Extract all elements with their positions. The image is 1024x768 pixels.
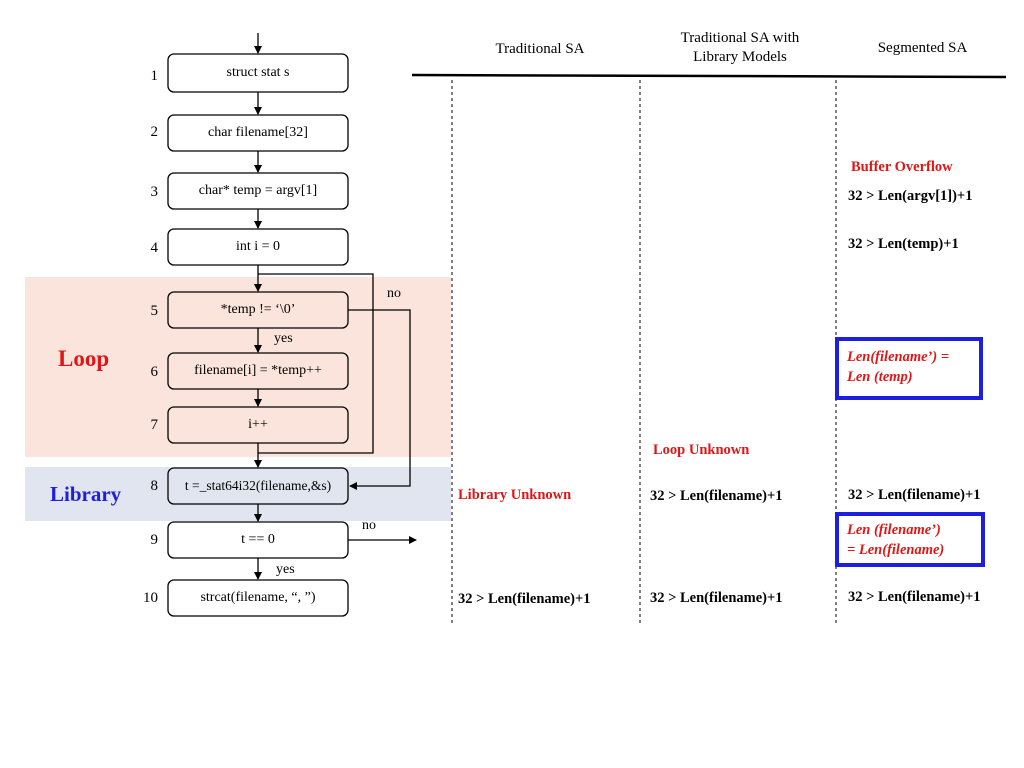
segmented-line10: 32 > Len(filename)+1 xyxy=(848,589,981,605)
edge-label-yes: yes xyxy=(276,562,295,577)
buffer-overflow-label: Buffer Overflow xyxy=(851,159,953,175)
library-summary-box: Len (filename’) = Len(filename) xyxy=(835,512,985,567)
library-models-line8: 32 > Len(filename)+1 xyxy=(650,488,783,504)
node-box-10 xyxy=(167,579,349,617)
node-number: 1 xyxy=(150,68,159,84)
segmented-line3: 32 > Len(argv[1])+1 xyxy=(848,188,973,204)
edge-label-yes: yes xyxy=(274,331,293,346)
column-header-line: Traditional SA with xyxy=(680,30,800,46)
node-text-stat-call: t =_stat64i32(filename,&s) xyxy=(184,478,332,493)
node-text-t-check: t == 0 xyxy=(241,532,275,547)
node-text-int-i: int i = 0 xyxy=(235,239,281,254)
node-text-char-temp: char* temp = argv[1] xyxy=(198,183,318,198)
loop-section-label: Loop xyxy=(58,346,110,371)
loop-unknown-label: Loop Unknown xyxy=(653,442,750,458)
library-models-line10: 32 > Len(filename)+1 xyxy=(650,590,783,606)
node-text-struct-stat: struct stat s xyxy=(226,65,290,80)
node-number: 3 xyxy=(150,184,159,200)
loop-summary-line: Len (temp) xyxy=(847,369,913,385)
column-header-traditional-sa: Traditional SA xyxy=(495,41,585,57)
node-number: 10 xyxy=(143,590,158,606)
column-header-line: Library Models xyxy=(693,49,787,65)
node-number: 2 xyxy=(150,124,159,140)
column-header-library-models: Traditional SA with Library Models xyxy=(650,29,830,67)
library-summary-line: = Len(filename) xyxy=(847,542,945,558)
column-header-segmented-sa: Segmented SA xyxy=(877,40,968,56)
node-number: 5 xyxy=(150,303,159,319)
node-text-strcat: strcat(filename, “, ”) xyxy=(200,590,316,605)
loop-summary-box: Len(filename’) = Len (temp) xyxy=(835,337,983,400)
node-number: 6 xyxy=(150,364,159,380)
edge-label-no: no xyxy=(362,518,376,533)
segmented-line4: 32 > Len(temp)+1 xyxy=(848,236,959,252)
library-section-label: Library xyxy=(50,482,122,506)
loop-exit-edge xyxy=(348,309,411,490)
node-text-loop-condition: *temp != ‘\0’ xyxy=(220,302,296,317)
library-unknown-label: Library Unknown xyxy=(458,487,572,503)
node-number: 4 xyxy=(150,240,159,256)
node-text-char-filename: char filename[32] xyxy=(208,125,308,140)
node-text-copy-char: filename[i] = *temp++ xyxy=(194,363,322,378)
edge-label-no: no xyxy=(387,286,401,301)
node-number: 8 xyxy=(150,478,159,494)
node-number: 9 xyxy=(150,532,159,548)
node-number: 7 xyxy=(150,417,159,433)
library-summary-line: Len (filename’) xyxy=(847,522,941,538)
traditional-sa-line10: 32 > Len(filename)+1 xyxy=(458,591,591,607)
loop-back-edge xyxy=(258,273,374,454)
node-text-increment: i++ xyxy=(248,417,268,432)
loop-summary-line: Len(filename’) = xyxy=(847,349,950,365)
segmented-line8: 32 > Len(filename)+1 xyxy=(848,487,981,503)
header-rule xyxy=(411,73,1007,79)
